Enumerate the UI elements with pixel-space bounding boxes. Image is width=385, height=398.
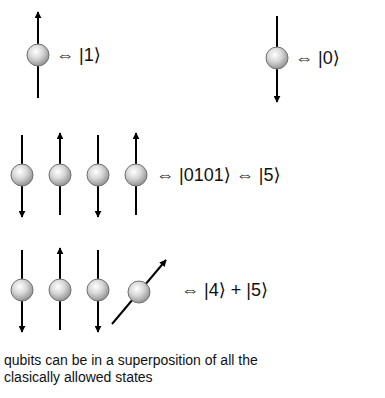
state-label: ⇔ |0⟩ bbox=[295, 46, 340, 70]
caption: qubits can be in a superposition of all … bbox=[4, 352, 304, 386]
state-label: ⇔ |4⟩ + |5⟩ bbox=[181, 278, 268, 302]
state-label: ⇔ |1⟩ bbox=[56, 43, 101, 67]
state-label: ⇔ |0101⟩ ⇔ |5⟩ bbox=[156, 163, 280, 187]
qubit-spheres bbox=[11, 44, 288, 303]
